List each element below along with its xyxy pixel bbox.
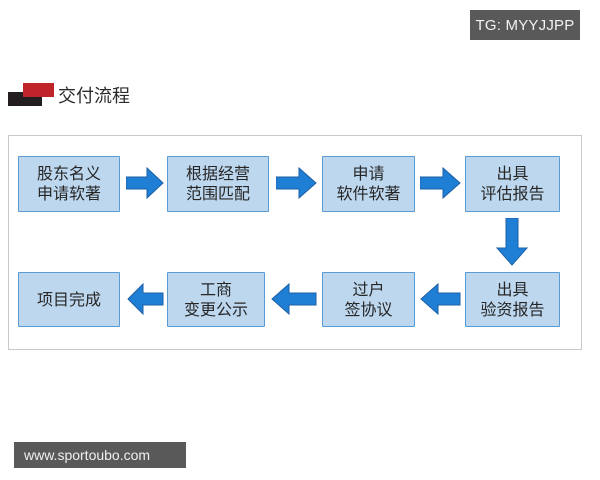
flow-box-line-1: 股东名义 (36, 164, 101, 184)
watermark: www.sportoubo.com (14, 442, 186, 468)
arrow-right-icon (126, 167, 164, 199)
flow-box-line-1: 项目完成 (36, 289, 101, 309)
flow-box-business-change-announcement: 工商 变更公示 (167, 272, 265, 327)
arrow-right-icon (276, 167, 317, 199)
tg-badge-label: TG: MYYJJPP (475, 16, 575, 34)
flow-box-line-2: 变更公示 (183, 299, 248, 319)
tg-badge: TG: MYYJJPP (470, 10, 580, 40)
flow-box-line-2: 软件软著 (336, 184, 401, 203)
flow-box-line-1: 出具 (496, 279, 529, 299)
flow-box-transfer-sign-agreement: 过户 签协议 (322, 272, 415, 327)
flow-box-project-complete: 项目完成 (18, 272, 120, 327)
flow-box-issue-valuation-report: 出具 评估报告 (465, 156, 560, 212)
flow-box-scope-match: 根据经营 范围匹配 (167, 156, 269, 212)
arrow-left-icon (127, 283, 164, 315)
flow-box-line-2: 申请软著 (36, 184, 101, 203)
flow-box-line-1: 根据经营 (185, 164, 250, 184)
arrow-right-icon (420, 167, 461, 199)
arrow-left-icon (271, 283, 317, 315)
flow-box-line-1: 出具 (496, 164, 529, 184)
arrow-left-icon (420, 283, 461, 315)
heading-marker-icon (8, 82, 54, 108)
flow-box-line-1: 申请 (352, 164, 385, 184)
flow-box-issue-capital-verification-report: 出具 验资报告 (465, 272, 560, 327)
flow-box-line-2: 评估报告 (480, 184, 545, 203)
flow-box-shareholder-apply: 股东名义 申请软著 (18, 156, 120, 212)
flow-box-line-1: 工商 (199, 279, 232, 299)
flow-box-line-2: 签协议 (344, 299, 393, 319)
flow-box-line-1: 过户 (352, 279, 385, 299)
flow-box-line-2: 范围匹配 (185, 184, 250, 203)
watermark-label: www.sportoubo.com (24, 447, 151, 463)
flow-box-line-2: 验资报告 (480, 299, 545, 319)
marker-red-bar (23, 83, 54, 97)
page-title: 交付流程 (58, 86, 130, 107)
flow-box-apply-software-copyright: 申请 软件软著 (322, 156, 415, 212)
section-heading: 交付流程 (8, 80, 130, 110)
arrow-down-icon (496, 218, 528, 266)
